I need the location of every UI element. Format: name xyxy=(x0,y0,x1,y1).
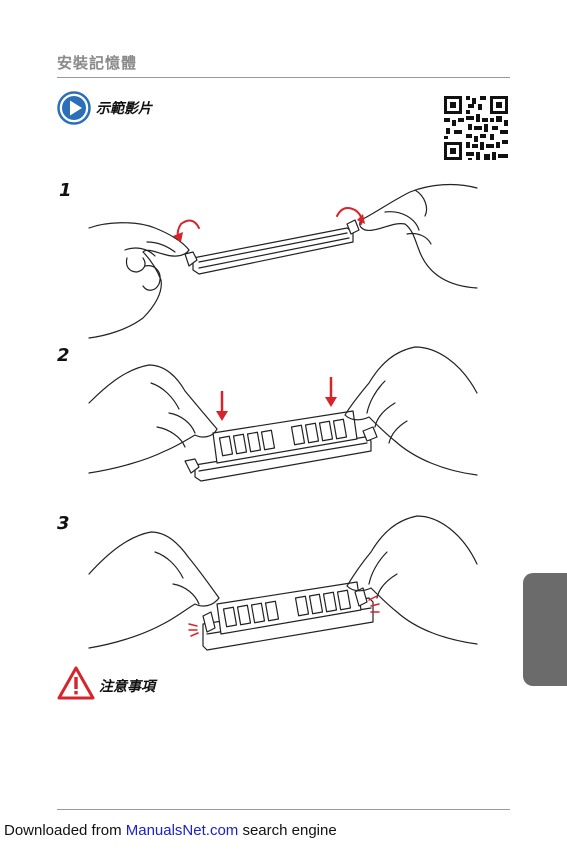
footer-prefix: Downloaded from xyxy=(4,822,126,839)
step-3-number: 3 xyxy=(57,513,70,534)
video-label[interactable]: 示範影片 xyxy=(96,98,152,118)
footer-suffix: search engine xyxy=(238,822,336,839)
title-divider xyxy=(57,77,510,78)
step-2-number: 2 xyxy=(57,345,70,366)
footer-text: Downloaded from ManualsNet.com search en… xyxy=(4,822,337,839)
step-3-illustration xyxy=(85,512,485,657)
step-1-number: 1 xyxy=(59,180,72,201)
footer-divider xyxy=(57,809,510,810)
warning-triangle-icon xyxy=(57,666,95,700)
step-1-illustration xyxy=(85,180,485,340)
play-circle-icon[interactable] xyxy=(57,91,91,125)
footer-link[interactable]: ManualsNet.com xyxy=(126,822,239,839)
step-2-illustration xyxy=(85,343,485,493)
section-title: 安裝記憶體 xyxy=(57,52,137,73)
chapter-side-tab xyxy=(523,573,567,686)
note-label: 注意事項 xyxy=(99,676,155,696)
qr-code-icon xyxy=(442,94,510,162)
